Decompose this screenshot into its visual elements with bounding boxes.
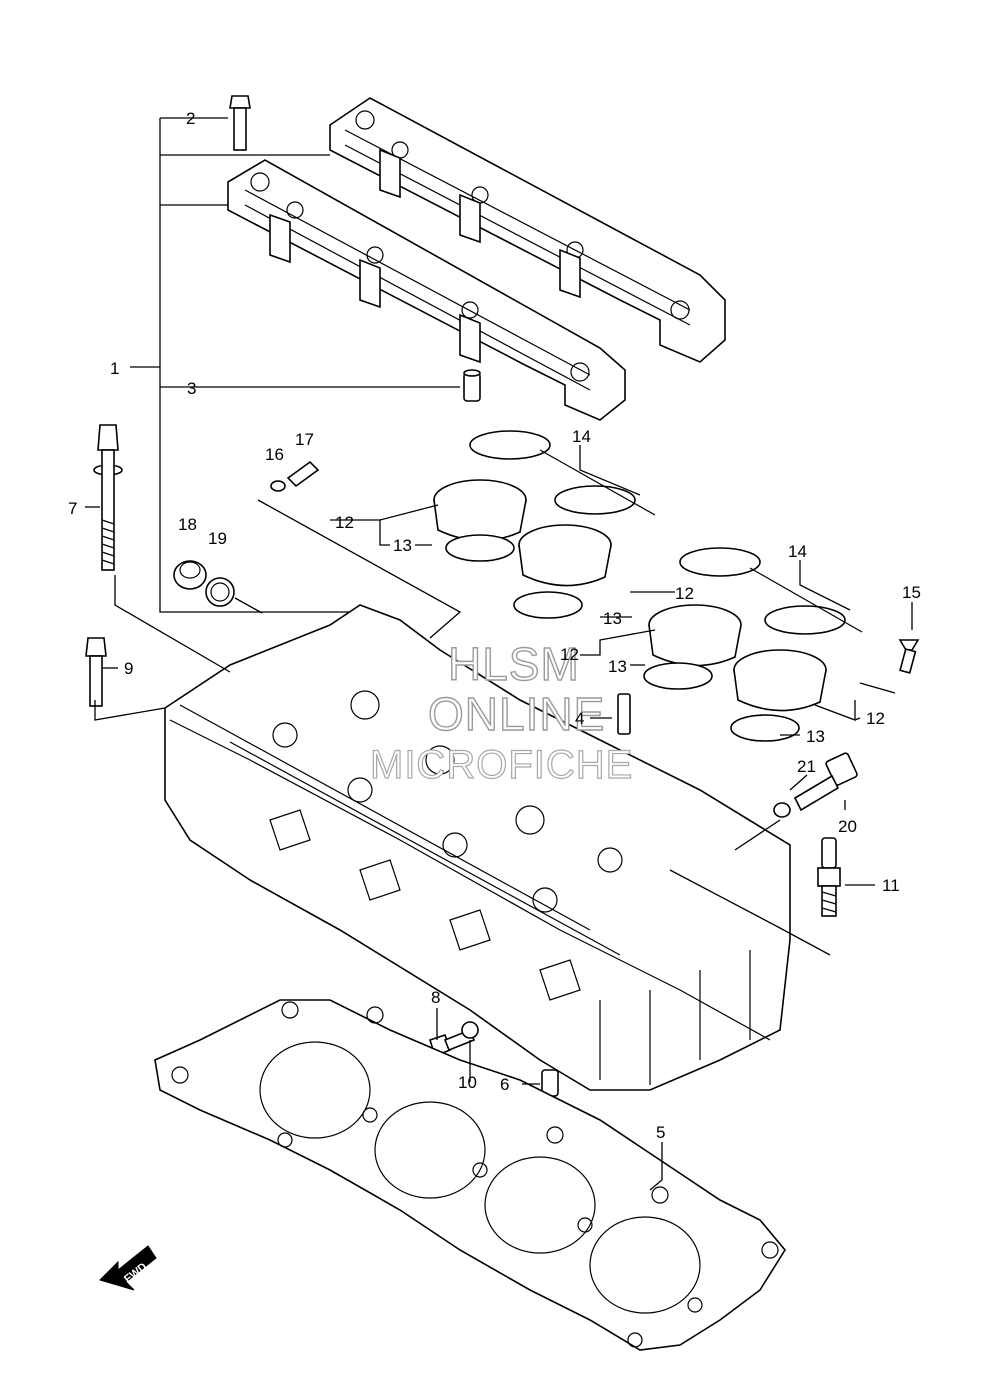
- callout-20: 20: [838, 817, 857, 836]
- watermark-line2: ONLINE: [428, 688, 605, 740]
- cylinder-head[interactable]: [164, 604, 791, 1091]
- callout-13-d: 13: [806, 727, 825, 746]
- callout-14-a: 14: [572, 427, 591, 446]
- callout-16: 16: [265, 445, 284, 464]
- callout-8: 8: [431, 988, 440, 1007]
- callout-5: 5: [656, 1123, 665, 1142]
- camshaft-holder-upper[interactable]: [329, 97, 726, 363]
- watermark: HLSM ONLINE MICROFICHE: [369, 637, 633, 787]
- callout-6: 6: [500, 1075, 509, 1094]
- o-ring-16[interactable]: [270, 480, 286, 492]
- watermark-line3: MICROFICHE: [370, 743, 633, 787]
- camshaft-holder-lower[interactable]: [227, 159, 626, 421]
- callout-10: 10: [458, 1073, 477, 1092]
- intake-pipe-set-right[interactable]: [643, 547, 863, 742]
- fwd-arrow-icon: FWD: [99, 1245, 157, 1291]
- gasket-21[interactable]: [773, 802, 791, 818]
- callout-12-c: 12: [560, 645, 579, 664]
- gasket-19[interactable]: [205, 577, 235, 607]
- callout-15: 15: [902, 583, 921, 602]
- intake-pipe-set-left[interactable]: [433, 430, 656, 619]
- fitting-17[interactable]: [286, 460, 320, 488]
- callout-17: 17: [295, 430, 314, 449]
- callout-9: 9: [124, 659, 133, 678]
- plug-18[interactable]: [173, 560, 207, 590]
- callouts: 2 1 3 7 9 18 19 16 17 12 13 14 12 13 12 …: [68, 109, 921, 1142]
- screw-15[interactable]: [898, 639, 920, 674]
- callout-21: 21: [797, 757, 816, 776]
- callout-7: 7: [68, 499, 77, 518]
- bolt-2[interactable]: [229, 95, 251, 151]
- callout-13-c: 13: [608, 657, 627, 676]
- callout-14-b: 14: [788, 542, 807, 561]
- bolt-9[interactable]: [85, 637, 107, 707]
- callout-19: 19: [208, 529, 227, 548]
- callout-11: 11: [882, 876, 900, 895]
- temperature-sensor-20[interactable]: [793, 752, 858, 812]
- washer-10[interactable]: [461, 1021, 479, 1039]
- cylinder-head-bolt-7[interactable]: [93, 424, 123, 571]
- callout-4: 4: [575, 709, 584, 728]
- spark-plug-11[interactable]: [817, 837, 841, 917]
- callout-12-d: 12: [866, 709, 885, 728]
- valve-guide-4[interactable]: [617, 693, 631, 735]
- callout-2: 2: [186, 109, 195, 128]
- watermark-line1: HLSM: [448, 638, 580, 690]
- callout-1: 1: [110, 359, 119, 378]
- callout-18: 18: [178, 515, 197, 534]
- leader-lines: [85, 117, 913, 1191]
- callout-12-b: 12: [675, 584, 694, 603]
- callout-13-a: 13: [393, 536, 412, 555]
- callout-12-a: 12: [335, 513, 354, 532]
- callout-3: 3: [187, 379, 196, 398]
- cylinder-head-gasket-5[interactable]: [154, 999, 786, 1351]
- dowel-pin-3[interactable]: [463, 369, 481, 402]
- callout-13-b: 13: [603, 609, 622, 628]
